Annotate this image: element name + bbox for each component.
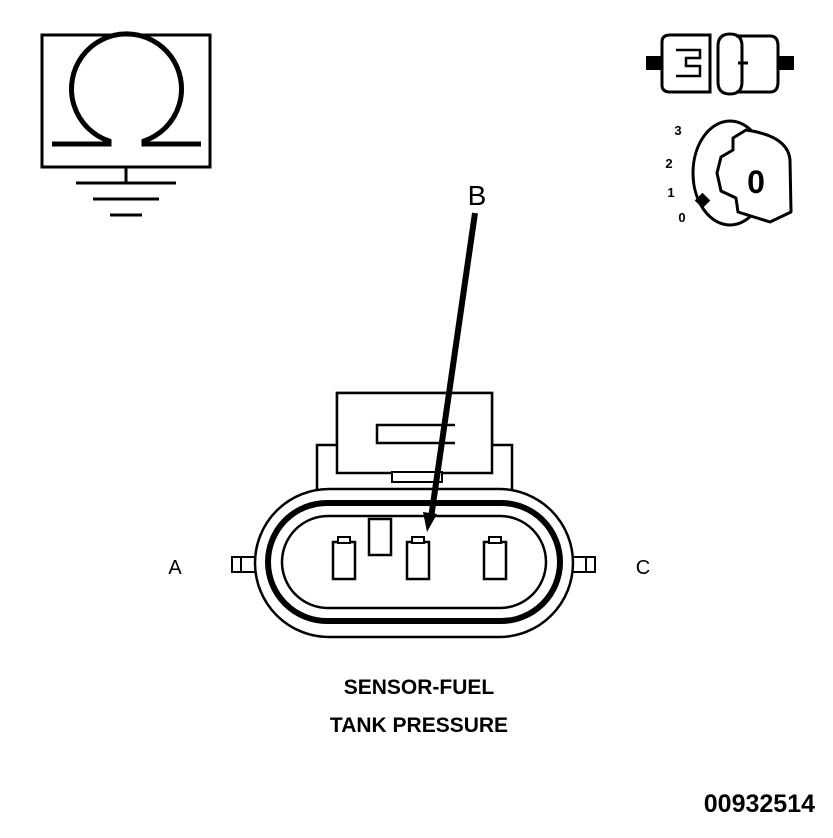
- pointer-arrow-b: [423, 212, 478, 532]
- connector-seal: [265, 500, 563, 624]
- lock-tab-slot: [375, 423, 455, 445]
- terminal-a: [331, 536, 357, 581]
- wire-stub-left: [646, 56, 662, 70]
- key-glyph: 0: [747, 164, 765, 200]
- connector-lock-tab-front: [335, 391, 494, 475]
- terminal-c: [482, 536, 508, 581]
- pin-label-b: B: [468, 180, 487, 211]
- plug-half-left: [660, 33, 712, 94]
- polarizing-key: [367, 517, 393, 557]
- ignition-position-3: 3: [674, 123, 681, 138]
- ignition-position-marker: [694, 192, 711, 209]
- wire-stub-right: [778, 56, 794, 70]
- pointer-line: [428, 212, 478, 519]
- caption-line-2: TANK PRESSURE: [330, 714, 508, 737]
- ignition-position-2: 2: [665, 156, 672, 171]
- ohmmeter-ground-icon: [40, 31, 212, 217]
- sensor-connector: [231, 391, 596, 639]
- terminal-b: [405, 536, 431, 581]
- ignition-position-1: 1: [667, 185, 674, 200]
- socket-face: [716, 32, 744, 96]
- lock-tab-base: [391, 471, 443, 483]
- ignition-key: [715, 128, 793, 224]
- plug-latch: [676, 48, 702, 78]
- ignition-position-0: 0: [678, 210, 685, 225]
- figure-id: 00932514: [704, 790, 815, 818]
- pin-label-a: A: [168, 557, 182, 579]
- disconnected-connector-icon: [646, 32, 794, 96]
- ignition-key-icon: 0 0 1 2 3: [665, 119, 793, 227]
- ohmmeter-frame: [40, 33, 212, 169]
- pin-label-c: C: [636, 557, 650, 579]
- caption-line-1: SENSOR-FUEL: [344, 676, 495, 699]
- omega-icon: [52, 31, 201, 147]
- arrowhead-icon: [423, 512, 437, 532]
